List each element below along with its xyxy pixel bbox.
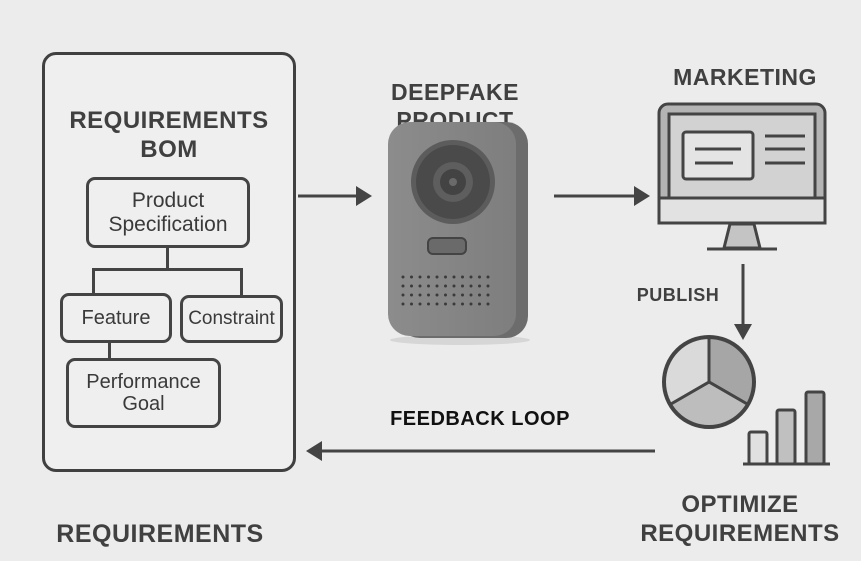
speaker-dot	[401, 302, 405, 306]
speaker-dot	[469, 275, 473, 279]
node-label: Goal	[122, 393, 165, 415]
connector-line	[92, 268, 95, 293]
speaker-dot	[444, 284, 447, 288]
speaker-dot	[478, 275, 481, 279]
node-performance-goal[interactable]: Performance Goal	[66, 358, 221, 428]
speaker-dot	[427, 275, 430, 279]
speaker-dot	[461, 284, 464, 288]
speaker-dot	[469, 284, 473, 288]
title-line-2: BOM	[140, 136, 198, 163]
speaker-dot	[444, 293, 447, 297]
camera-device-icon	[388, 122, 530, 345]
arrow-requirements-to-product	[298, 186, 372, 206]
speaker-dot	[486, 284, 490, 288]
speaker-dot	[435, 302, 439, 306]
speaker-dot	[427, 293, 430, 297]
requirements-bom-title: REQUIREMENTS BOM	[42, 106, 296, 164]
arrow-feedback-loop	[306, 441, 655, 461]
speaker-dot	[486, 293, 490, 297]
speaker-dot	[486, 275, 490, 279]
speaker-dot	[461, 275, 464, 279]
speaker-dot	[452, 293, 456, 297]
speaker-dot	[418, 284, 422, 288]
speaker-dot	[427, 284, 430, 288]
feedback-loop-label: FEEDBACK LOOP	[390, 408, 570, 430]
optimize-requirements-title: OPTIMIZE REQUIREMENTS	[630, 490, 850, 548]
speaker-dot	[435, 284, 439, 288]
speaker-dot	[435, 293, 439, 297]
speaker-dot	[452, 302, 456, 306]
requirements-label: REQUIREMENTS	[56, 520, 264, 548]
speaker-dot	[452, 284, 456, 288]
arrow-product-to-marketing	[554, 186, 650, 206]
speaker-dot	[410, 284, 413, 288]
title-line-1: OPTIMIZE	[681, 491, 799, 518]
title-line-2: REQUIREMENTS	[640, 520, 840, 547]
speaker-dot	[418, 275, 422, 279]
speaker-dot	[401, 284, 405, 288]
speaker-dot	[478, 302, 481, 306]
speaker-dot	[401, 275, 405, 279]
connector-line	[240, 268, 243, 295]
connector-line	[108, 343, 111, 358]
node-constraint[interactable]: Constraint	[180, 295, 283, 343]
speaker-dot	[435, 275, 439, 279]
speaker-dot	[461, 302, 464, 306]
title-line-1: DEEPFAKE	[391, 79, 519, 105]
speaker-dot	[410, 275, 413, 279]
node-label: Constraint	[188, 307, 275, 329]
node-product-specification[interactable]: Product Specification	[86, 177, 250, 248]
speaker-dot	[452, 275, 456, 279]
speaker-dot	[401, 293, 405, 297]
connector-line	[92, 268, 242, 271]
node-label: Product	[131, 189, 205, 213]
speaker-dot	[478, 284, 481, 288]
speaker-dot	[410, 293, 413, 297]
monitor-icon	[657, 102, 827, 251]
speaker-dot	[418, 293, 422, 297]
pie-chart-icon	[662, 335, 756, 429]
speaker-dot	[469, 293, 473, 297]
optimize-icons	[662, 335, 830, 466]
speaker-dot	[444, 275, 447, 279]
bar-chart-icon	[743, 390, 830, 466]
speaker-dot	[410, 302, 413, 306]
node-label: Performance	[86, 371, 201, 393]
speaker-dot	[418, 302, 422, 306]
publish-label: PUBLISH	[636, 285, 720, 305]
marketing-title: MARKETING	[673, 64, 817, 90]
speaker-dot	[461, 293, 464, 297]
node-feature[interactable]: Feature	[60, 293, 172, 343]
speaker-dot	[469, 302, 473, 306]
node-label: Specification	[108, 212, 228, 236]
arrow-publish-down	[734, 264, 752, 340]
node-label: Feature	[81, 307, 151, 329]
connector-line	[166, 248, 169, 270]
speaker-dot	[444, 302, 447, 306]
speaker-dot	[478, 293, 481, 297]
speaker-dot	[486, 302, 490, 306]
speaker-dot	[427, 302, 430, 306]
title-line-1: REQUIREMENTS	[69, 107, 269, 134]
